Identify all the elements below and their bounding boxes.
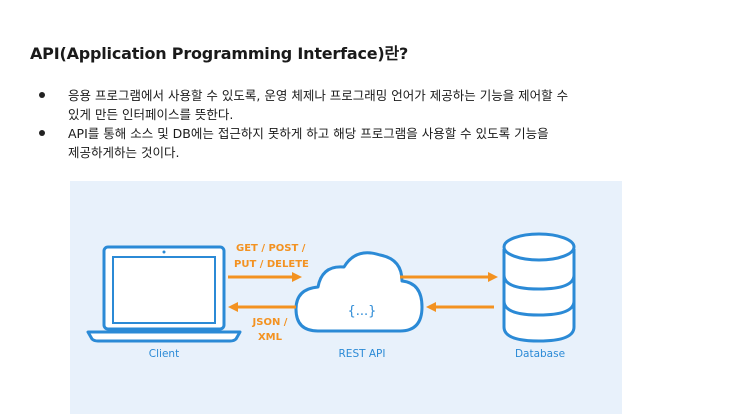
rest-api-label: REST API: [339, 348, 386, 360]
cloud-icon: [294, 251, 424, 333]
database-icon: [502, 232, 576, 343]
laptop-icon: [86, 245, 242, 343]
response-arrow-icon: [228, 302, 296, 312]
bullet-text-line: 있게 만든 인터페이스를 뜻한다.: [68, 107, 234, 122]
bullet-item: API를 통해 소스 및 DB에는 접근하지 못하게 하고 해당 프로그램을 사…: [30, 124, 710, 162]
bullet-item: 응용 프로그램에서 사용할 수 있도록, 운영 체제나 프로그래밍 언어가 제공…: [30, 86, 710, 124]
bullet-text-line: 응용 프로그램에서 사용할 수 있도록, 운영 체제나 프로그래밍 언어가 제공…: [68, 88, 569, 103]
request-arrow-icon: [228, 272, 302, 282]
database-label: Database: [515, 348, 565, 360]
bullet-dot-icon: [39, 130, 45, 136]
client-label: Client: [149, 348, 179, 360]
diagram-svg: Client {...} REST API Database: [86, 232, 576, 360]
response-format-line1: JSON /: [252, 317, 288, 328]
api-symbol: {...}: [348, 304, 377, 319]
request-methods-line1: GET / POST /: [236, 243, 306, 254]
db-request-arrow-icon: [400, 272, 498, 282]
bullet-text-line: 제공하게하는 것이다.: [68, 145, 180, 160]
bullet-text-line: API를 통해 소스 및 DB에는 접근하지 못하게 하고 해당 프로그램을 사…: [68, 126, 549, 141]
bullet-dot-icon: [39, 92, 45, 98]
rest-api-diagram: Client {...} REST API Database: [70, 181, 622, 414]
bullet-list: 응용 프로그램에서 사용할 수 있도록, 운영 체제나 프로그래밍 언어가 제공…: [30, 86, 710, 162]
db-response-arrow-icon: [426, 302, 494, 312]
request-methods-line2: PUT / DELETE: [234, 259, 309, 270]
response-format-line2: XML: [258, 332, 283, 343]
page-title: API(Application Programming Interface)란?: [30, 44, 409, 63]
